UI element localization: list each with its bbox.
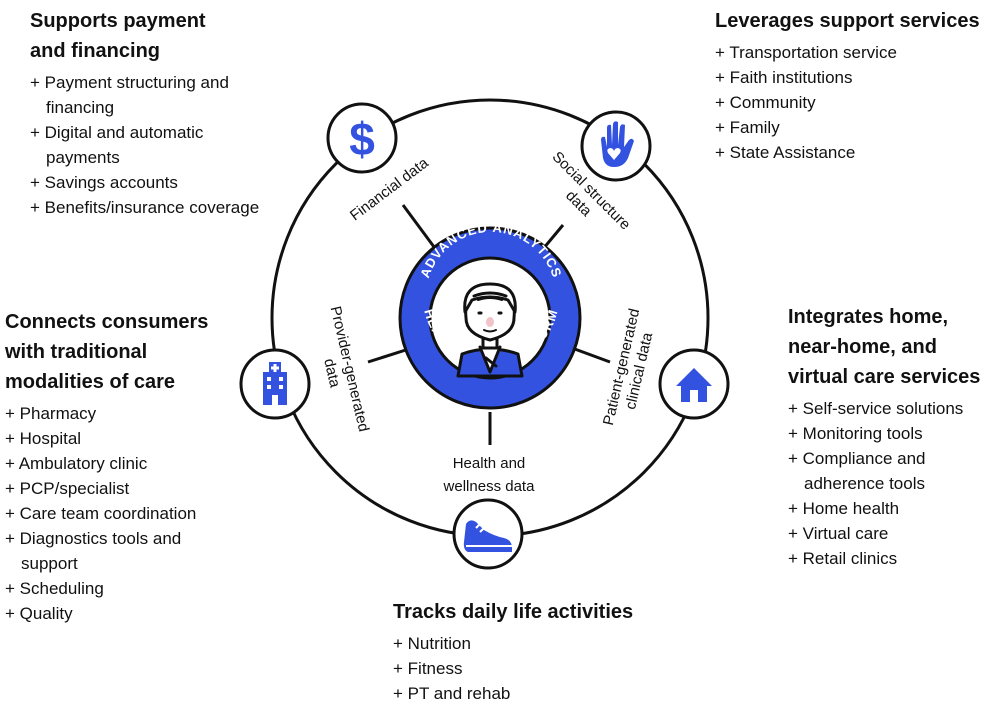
list-item: PT and rehab	[393, 681, 693, 706]
care-node	[239, 348, 311, 420]
list-item: Quality	[5, 601, 240, 626]
spoke-patient	[571, 346, 611, 364]
support-list: Transportation service Faith institution…	[715, 40, 1000, 165]
daily-node	[452, 498, 524, 570]
home-section: Integrates home, near-home, and virtual …	[788, 302, 1000, 571]
payment-section: Supports payment and financing Payment s…	[30, 6, 260, 220]
doctor-icon	[456, 282, 524, 378]
payment-title-line1: Supports payment	[30, 10, 206, 32]
list-item: Payment structuring and financing	[30, 70, 260, 120]
health-wellness-label-line1: Health and	[453, 455, 526, 472]
support-title: Leverages support services	[715, 10, 980, 32]
list-item: Ambulatory clinic	[5, 451, 240, 476]
care-section: Connects consumers with traditional moda…	[5, 307, 240, 626]
care-list: Pharmacy Hospital Ambulatory clinic PCP/…	[5, 401, 240, 626]
list-item: Virtual care	[788, 521, 1000, 546]
list-item: Compliance and adherence tools	[788, 446, 1000, 496]
list-item: Hospital	[5, 426, 240, 451]
list-item: Diagnostics tools and support	[5, 526, 240, 576]
home-list: Self-service solutions Monitoring tools …	[788, 396, 1000, 571]
list-item: Family	[715, 115, 1000, 140]
center-platform: ADVANCED ANALYTICS HEALTH PLAN PLATFORM	[398, 220, 582, 410]
daily-section: Tracks daily life activities Nutrition F…	[393, 597, 693, 706]
list-item: Savings accounts	[30, 170, 260, 195]
care-title-line2: with traditional	[5, 341, 148, 363]
heart-hand-icon	[601, 121, 634, 167]
hospital-icon	[263, 362, 287, 405]
list-item: Benefits/insurance coverage	[30, 195, 260, 220]
sneaker-icon	[463, 520, 512, 552]
list-item: Care team coordination	[5, 501, 240, 526]
list-item: Transportation service	[715, 40, 1000, 65]
payment-title-line2: and financing	[30, 40, 160, 62]
payment-list: Payment structuring and financing Digita…	[30, 70, 260, 220]
health-wellness-label-line2: wellness data	[443, 478, 536, 495]
list-item: Faith institutions	[715, 65, 1000, 90]
list-item: PCP/specialist	[5, 476, 240, 501]
social-node	[580, 110, 652, 182]
list-item: State Assistance	[715, 140, 1000, 165]
list-item: Self-service solutions	[788, 396, 1000, 421]
list-item: Nutrition	[393, 631, 693, 656]
daily-title: Tracks daily life activities	[393, 601, 634, 623]
home-title-line1: Integrates home,	[788, 306, 949, 328]
list-item: Monitoring tools	[788, 421, 1000, 446]
list-item: Pharmacy	[5, 401, 240, 426]
list-item: Retail clinics	[788, 546, 1000, 571]
care-title-line3: modalities of care	[5, 371, 176, 393]
financial-node: $	[326, 102, 398, 174]
daily-list: Nutrition Fitness PT and rehab	[393, 631, 693, 706]
provider-generated-label-line2: data	[320, 357, 343, 390]
care-title-line1: Connects consumers	[5, 311, 209, 333]
dollar-sign-icon: $	[349, 113, 375, 165]
list-item: Scheduling	[5, 576, 240, 601]
home-node	[658, 348, 730, 420]
list-item: Home health	[788, 496, 1000, 521]
home-icon	[676, 368, 712, 402]
list-item: Fitness	[393, 656, 693, 681]
support-section: Leverages support services Transportatio…	[715, 6, 1000, 165]
home-title-line2: near-home, and	[788, 336, 937, 358]
list-item: Digital and automatic payments	[30, 120, 260, 170]
home-title-line3: virtual care services	[788, 366, 981, 388]
list-item: Community	[715, 90, 1000, 115]
